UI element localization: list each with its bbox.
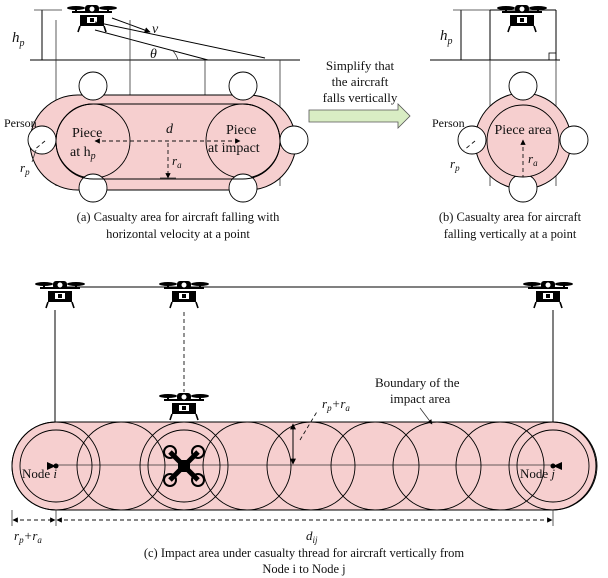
rpra-label: rp+ra [322,396,350,413]
simplify-arrow: Simplify that the aircraft falls vertica… [308,58,411,129]
person-circle-b [457,125,487,155]
boundary-label-1: Boundary of the [375,375,460,390]
simplify-arrow-shape [308,103,411,129]
boundary-label-2: impact area [390,391,450,406]
dij-label: dij [306,528,318,545]
person-circle-a [27,125,57,155]
caption-a-line1: (a) Casualty area for aircraft falling w… [77,210,280,224]
trajectory-upper [94,21,266,59]
piece-hp-line1: Piece [72,126,102,141]
piece-impact-line1: Piece [226,123,256,138]
drone-icon-c-end [522,280,574,309]
quadcopter-top-icon [163,445,205,487]
piece-hp-line2: at hp [70,145,96,162]
rp-ra-bottom-label: rp+ra [14,528,42,545]
velocity-arrow [111,17,151,33]
arrow-text-1: Simplify that [326,58,395,73]
drone-icon-b [496,4,548,33]
theta-label: θ [150,47,157,62]
hp-label-a: hp [12,30,25,49]
panel-b: hp Piece area ra Person rp (b) Casualty … [430,4,589,241]
ra-label-b: ra [528,151,538,168]
right-angle-mark [548,52,557,61]
hp-label-b: hp [440,28,453,47]
rp-label-b: rp [450,156,460,173]
person-label-b: Person [432,116,465,130]
panel-c: Node i Node j rp+ra Boundary of the impa… [11,280,598,576]
node-j-label: Node j [520,466,555,481]
caption-c-line1: (c) Impact area under casualty thread fo… [144,546,465,560]
caption-b-line1: (b) Casualty area for aircraft [439,210,582,224]
theta-arc [171,49,179,61]
panel-a: hp v θ d ra [4,4,309,241]
v-label: v [152,22,159,37]
arrow-text-3: falls vertically [323,90,398,105]
caption-b-line2: falling vertically at a point [444,227,577,241]
caption-c-line2: Node i to Node j [262,562,345,576]
trajectory-lower [94,29,209,61]
node-i-label: Node i [22,466,57,481]
drone-icon-c-start [34,280,86,309]
drone-icon-c-mid [158,280,210,309]
person-label-a: Person [4,116,37,130]
rp-label-a: rp [20,160,30,177]
d-label: d [166,122,174,137]
ra-label-a: ra [172,153,182,170]
arrow-text-2: the aircraft [332,74,389,89]
drone-icon-a [66,4,118,33]
caption-a-line2: horizontal velocity at a point [106,227,250,241]
piece-area-label: Piece area [494,123,552,138]
piece-impact-line2: at impact [208,141,260,156]
drone-icon-c-falling [158,392,210,421]
